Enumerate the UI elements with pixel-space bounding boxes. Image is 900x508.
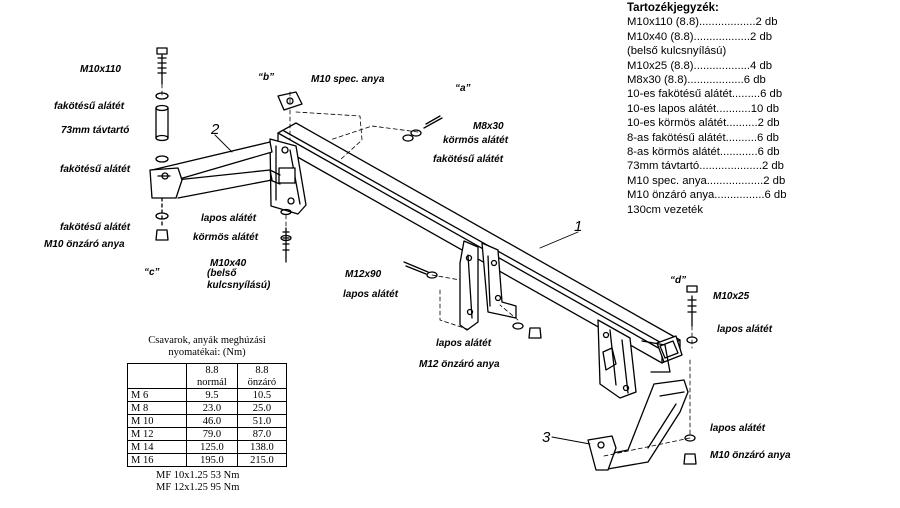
label-m12-onzaro: M12 önzáró anya (419, 359, 500, 370)
parts-list-item: M10x110 (8.8)..................2 db (627, 16, 778, 29)
left-fastener-stack (155, 47, 169, 241)
label-lapos-3: lapos alátét (436, 338, 492, 349)
table-header-row: normál önzáró (128, 376, 288, 389)
cell-selflock: 25.0 (236, 401, 288, 415)
table-row: M 10 46.0 51.0 (127, 414, 288, 428)
table-row: M 16 195.0 215.0 (127, 453, 288, 467)
cell-normal: 79.0 (186, 427, 238, 441)
cell-selflock: 51.0 (236, 414, 288, 428)
parts-list: Tartozékjegyzék: M10x110 (8.8)..........… (627, 1, 897, 217)
torque-title-line2: nyomatékai: (Nm) (168, 347, 246, 358)
label-fakotesu-1: fakötésű alátét (54, 101, 125, 112)
torque-table: 8.8 8.8 normál önzáró M 6 9.5 10.5 M 8 2… (127, 363, 288, 467)
parts-list-item: M10x40 (8.8)..................2 db (627, 30, 773, 43)
label-fakotesu-2: fakötésű alátét (60, 164, 131, 175)
right-bracket (597, 319, 637, 399)
label-lapos-4: lapos alátét (717, 324, 773, 335)
label-c: “c” (144, 267, 160, 278)
part-number-2: 2 (210, 121, 220, 138)
cell-size: M 14 (127, 440, 187, 454)
torque-title-line1: Csavarok, anyák meghúzási (148, 335, 266, 346)
cell-normal: 9.5 (186, 388, 238, 402)
header-col2-top: 8.8 (236, 363, 288, 376)
label-kormos-1: körmös alátét (443, 135, 509, 146)
parts-list-item: 8-as fakötésű alátét..........6 db (627, 131, 779, 144)
table-header-row: 8.8 8.8 (127, 363, 288, 389)
label-kormos-2: körmös alátét (193, 232, 259, 243)
label-lapos-2: lapos alátét (343, 289, 399, 300)
parts-list-item: M10 önzáró anya................6 db (627, 189, 787, 202)
label-m10x40: M10x40 (210, 258, 247, 269)
label-kulcsnyilasu: kulcsnyílású) (207, 280, 271, 291)
header-col1-bottom: normál (186, 376, 238, 389)
parts-list-item: 73mm távtartó....................2 db (627, 160, 784, 173)
side-arm-part-3 (587, 379, 689, 471)
cell-normal: 125.0 (186, 440, 238, 454)
label-m12x90: M12x90 (345, 269, 382, 280)
parts-list-item: 10-es körmös alátét..........2 db (627, 117, 780, 130)
bolts-d (683, 285, 698, 465)
parts-list-item: M10x25 (8.8)..................4 db (627, 59, 773, 72)
parts-list-title: Tartozékjegyzék: (627, 2, 719, 14)
cell-normal: 195.0 (186, 453, 238, 467)
header-col2-bottom: önzáró (236, 376, 288, 389)
label-lapos-1: lapos alátét (201, 213, 257, 224)
cell-selflock: 87.0 (236, 427, 288, 441)
part-leaders (214, 134, 591, 445)
part-number-3: 3 (542, 429, 551, 446)
label-fakotesu-4: fakötésű alátét (433, 154, 504, 165)
cell-size: M 16 (127, 453, 187, 467)
mf-line-1: MF 10x1.25 53 Nm (156, 470, 240, 481)
cell-selflock: 10.5 (236, 388, 288, 402)
mf-line-2: MF 12x1.25 95 Nm (156, 482, 240, 493)
label-tavtarto: 73mm távtartó (61, 125, 129, 136)
table-row: M 14 125.0 138.0 (127, 440, 288, 454)
cell-size: M 12 (127, 427, 187, 441)
header-col1-top: 8.8 (186, 363, 238, 376)
table-row: M 8 23.0 25.0 (127, 401, 288, 415)
label-fakotesu-3: fakötésű alátét (60, 222, 131, 233)
parts-list-item: 8-as körmös alátét............6 db (627, 146, 780, 159)
left-bracket-plate (269, 138, 307, 215)
label-b: “b” (258, 72, 274, 83)
cell-size: M 10 (127, 414, 187, 428)
label-lapos-5: lapos alátét (710, 423, 766, 434)
cell-size: M 6 (127, 388, 187, 402)
label-belso: (belső (207, 268, 237, 279)
header-empty-cell (127, 363, 187, 389)
cell-selflock: 138.0 (236, 440, 288, 454)
parts-list-item: (belső kulcsnyílású) (627, 45, 727, 58)
label-m10x25: M10x25 (713, 291, 750, 302)
m12-nut-washer (512, 322, 542, 339)
parts-list-item: M10 spec. anya..................2 db (627, 174, 786, 187)
callout-labels: M10x110 fakötésű alátét 73mm távtartó fa… (44, 64, 791, 461)
label-a: “a” (455, 83, 471, 94)
parts-list-item: 10-es lapos alátét...........10 db (627, 102, 779, 115)
bolts-a (402, 115, 443, 142)
assembly-lines (161, 83, 693, 457)
cell-normal: 23.0 (186, 401, 238, 415)
center-brackets (459, 240, 517, 331)
parts-list-item: 130cm vezeték (627, 203, 703, 216)
side-arm-part-2 (149, 141, 273, 199)
cell-selflock: 215.0 (236, 453, 288, 467)
cell-size: M 8 (127, 401, 187, 415)
parts-list-item: M8x30 (8.8)..................6 db (627, 74, 766, 87)
label-m8x30: M8x30 (473, 121, 504, 132)
label-d: “d” (670, 275, 686, 286)
label-m10-spec: M10 spec. anya (311, 74, 385, 85)
part-number-1: 1 (574, 218, 582, 235)
torque-table-block: Csavarok, anyák meghúzási nyomatékai: (N… (118, 335, 296, 494)
label-m10x110: M10x110 (80, 64, 121, 75)
label-onzaro-left: M10 önzáró anya (44, 239, 125, 250)
cell-normal: 46.0 (186, 414, 238, 428)
table-row: M 6 9.5 10.5 (127, 388, 288, 402)
parts-list-item: 10-es fakötésű alátét.........6 db (627, 88, 783, 101)
label-m10-onzaro-right: M10 önzáró anya (710, 450, 791, 461)
table-row: M 12 79.0 87.0 (127, 427, 288, 441)
m12-bolt (403, 261, 438, 279)
